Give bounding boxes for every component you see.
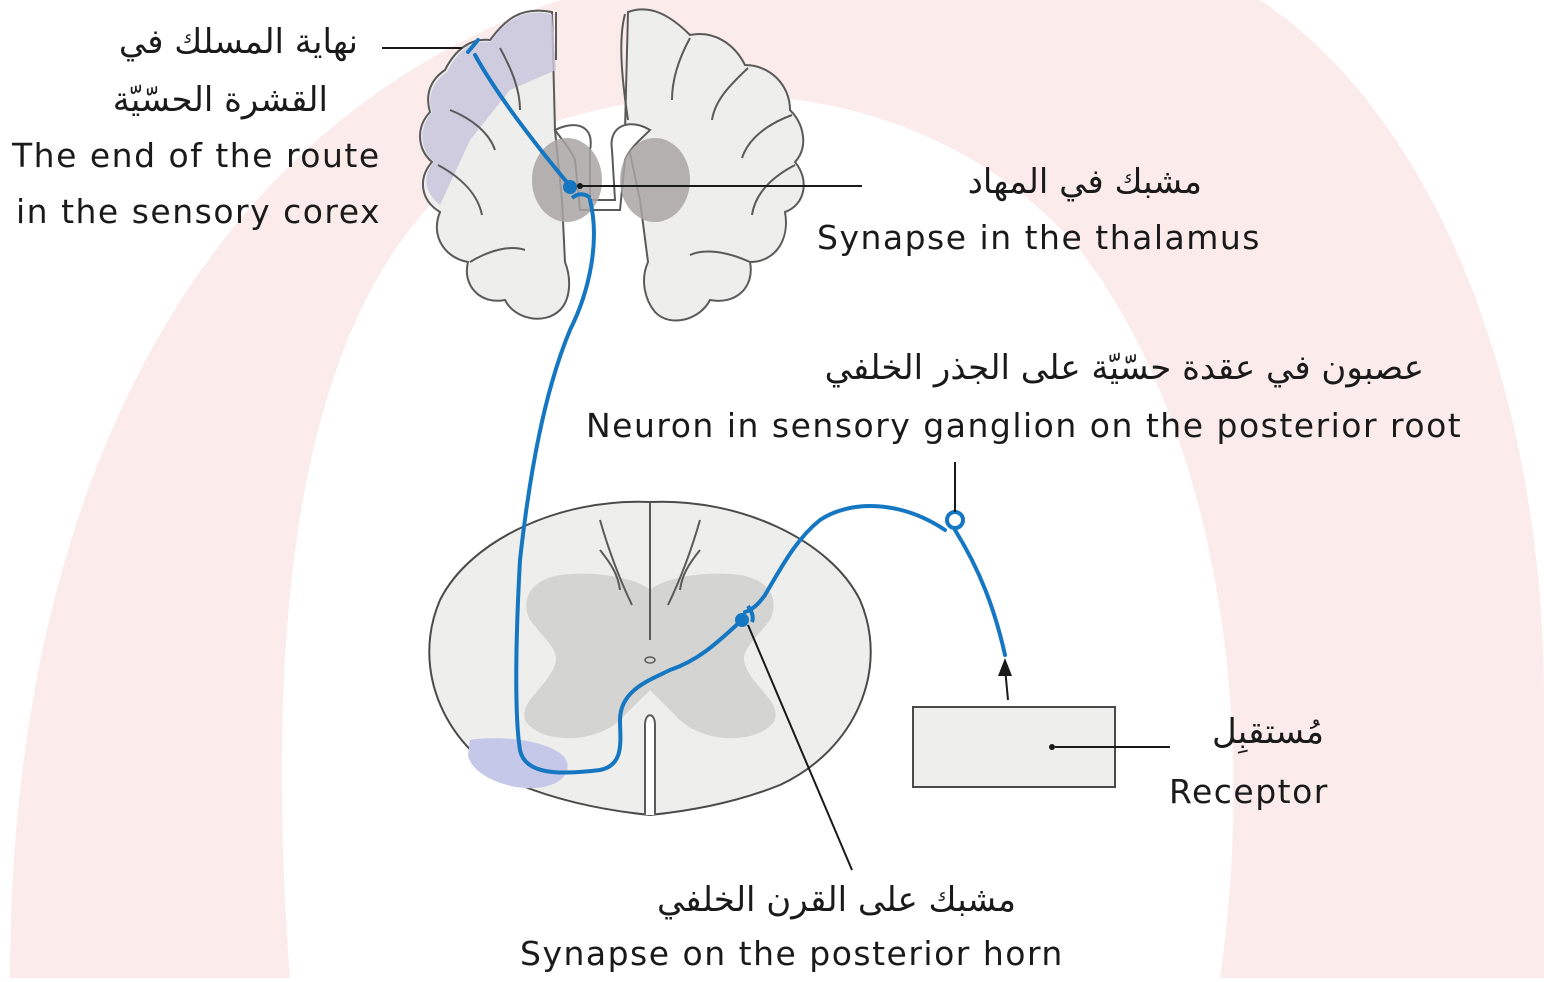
- cortex-label-ar-line1: نهاية المسلك في: [119, 22, 358, 62]
- receptor-label-en: Receptor: [1169, 772, 1329, 811]
- thalamus-label-ar: مشبك في المهاد: [968, 162, 1202, 202]
- horn-synapse-dot: [735, 613, 749, 627]
- horn-label-en: Synapse on the posterior horn: [520, 934, 1064, 973]
- thalamus-label-en: Synapse in the thalamus: [817, 218, 1261, 257]
- ganglion-cell-body: [947, 512, 963, 528]
- cortex-label-en-line1: The end of the route: [12, 136, 381, 175]
- ganglion-label-ar: عصبون في عقدة حسّيّة على الجذر الخلفي: [825, 348, 1424, 388]
- thalamus-right: [620, 138, 690, 222]
- cortex-label-ar-line2: القشرة الحسّيّة: [113, 80, 328, 120]
- ganglion-label-en: Neuron in sensory ganglion on the poster…: [586, 406, 1462, 445]
- horn-label-ar: مشبك على القرن الخلفي: [657, 880, 1016, 920]
- cortex-label-en-line2: in the sensory corex: [16, 192, 381, 231]
- thalamus-synapse-dot: [563, 180, 577, 194]
- spinal-cord-section: [429, 502, 870, 815]
- receptor-label-ar: مُستقبِل: [1212, 712, 1324, 752]
